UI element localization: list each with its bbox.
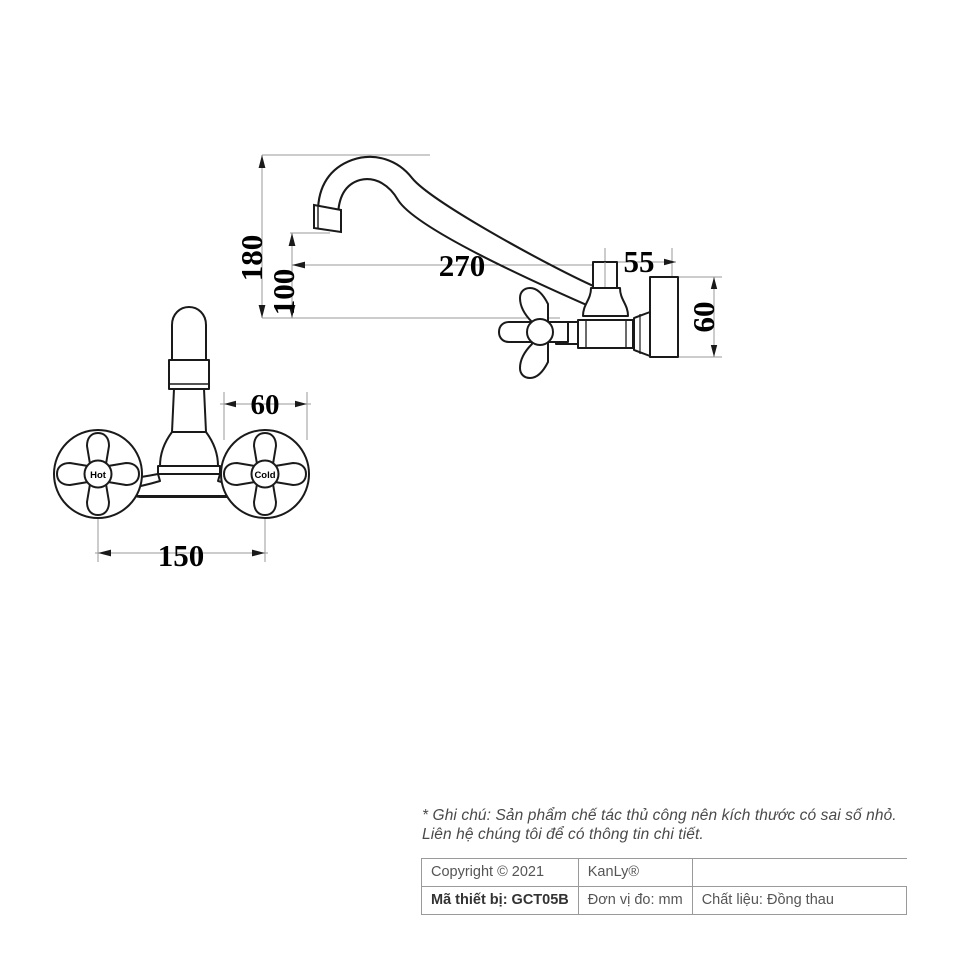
drawing-note: * Ghi chú: Sản phẩm chế tác thủ công nên… [422,806,922,844]
dim-text-270: 270 [439,248,486,283]
handle-cold [220,429,310,519]
cell-brand: KanLy® [577,858,693,887]
spec-row-model: Mã thiết bị: GCT05B Đơn vị đo: mm Chất l… [421,886,908,915]
dim-text-60-flange: 60 [686,302,721,333]
dim-text-100: 100 [266,269,301,316]
aerator-body [313,203,342,234]
arrow-100-top [288,233,296,246]
hot-spoke-left [56,462,89,486]
arrow-180-top [258,155,266,168]
faucet-riser-front [157,306,221,475]
dim-text-180: 180 [234,235,269,282]
note-line-1: * Ghi chú: Sản phẩm chế tác thủ công nên… [422,807,897,824]
note-line-2: Liên hệ chúng tôi để có thông tin chi ti… [422,826,704,843]
spout-inner-curve [336,178,600,312]
wall-flange [649,276,679,358]
arrow-180-bottom [258,305,266,318]
hot-spoke-right [107,462,140,486]
hot-handle-hub [83,459,113,489]
riser-base-flare [159,431,219,467]
handle-hub-side [526,318,554,346]
dim-text-150: 150 [158,538,205,573]
valve-hex-nut [633,311,651,357]
spec-row-copyright: Copyright © 2021 KanLy® [421,858,907,887]
valve-cross-handle-side [498,287,569,379]
arrow-60-top [710,277,718,289]
arrow-150-left [98,549,111,557]
dim-text-60-handle: 60 [251,389,280,421]
hot-spoke-up [86,432,110,465]
cell-model-code: Mã thiết bị: GCT05B [421,886,579,915]
cold-spoke-up [253,432,277,465]
cold-spoke-left [223,462,256,486]
arrow-55-right [664,258,676,266]
cell-unit: Đơn vị đo: mm [577,886,693,915]
arrow-150-right [252,549,265,557]
hot-spoke-down [86,483,110,516]
arrow-60-bottom [710,345,718,357]
faucet-spout-side [316,155,600,312]
cold-spoke-down [253,483,277,516]
spec-table: Copyright © 2021 KanLy® Mã thiết bị: GCT… [421,858,908,915]
valve-bell [582,287,629,317]
riser-collar-band [168,359,210,390]
lower-dimension-lines [95,392,311,562]
cold-spoke-right [274,462,307,486]
upper-dimension-lines [261,154,722,358]
cold-handle-label: Cold [254,470,275,481]
riser-base-plate [157,465,221,475]
handle-hot [53,429,143,519]
lower-dimension-arrows [98,400,307,557]
spout-outer-curve [316,155,600,290]
riser-cap [171,306,207,361]
arrow-60-handle-right [295,400,307,408]
dim-text-55: 55 [624,244,655,279]
hot-handle-label: Hot [90,470,107,481]
arrow-60-handle-left [224,400,236,408]
arrow-270-left [292,261,305,269]
cell-copyright: Copyright © 2021 [421,858,579,887]
spout-aerator [313,203,342,234]
cell-material: Chất liệu: Đồng thau [691,886,908,915]
cell-blank [691,858,907,887]
riser-shaft [171,388,207,433]
arrow-100-bottom [288,305,296,318]
cold-handle-hub [250,459,280,489]
